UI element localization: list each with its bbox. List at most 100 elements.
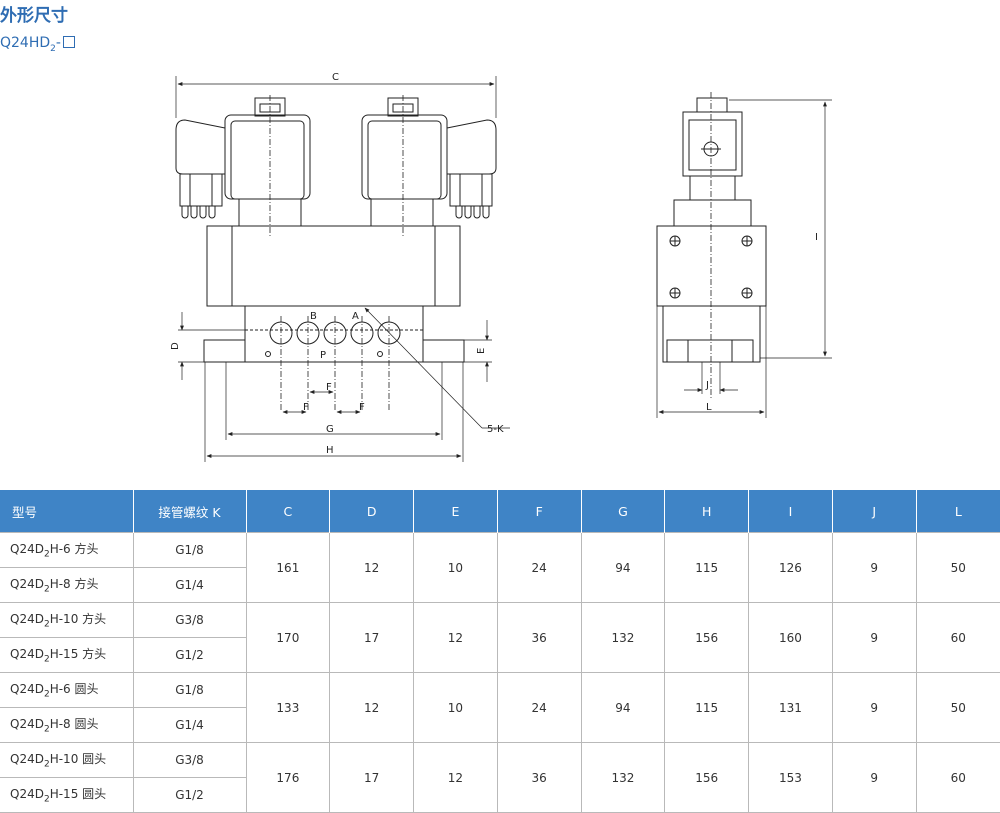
thread-cell: G1/4 (132, 567, 246, 603)
label-c: C (332, 72, 339, 83)
dim-cell-f: 24 (496, 672, 582, 743)
dim-cell-f: 24 (496, 532, 582, 603)
dim-cell-l: 60 (915, 742, 1000, 813)
dim-cell-h: 115 (664, 532, 750, 603)
dim-cell-c: 176 (245, 742, 331, 813)
dim-cell-g: 94 (580, 532, 666, 603)
dim-cell-f: 36 (496, 742, 582, 813)
model-suffix: H-15 方头 (49, 647, 107, 662)
dim-cell-i: 153 (748, 742, 833, 813)
model-cell: Q24D2H-8 圆头 (0, 707, 134, 743)
label-a: A (352, 311, 359, 322)
dim-cell-h: 156 (664, 602, 750, 673)
thread-cell: G1/8 (132, 672, 247, 708)
dim-cell-h: 115 (664, 672, 750, 743)
header-thread: 接管螺纹 K (133, 490, 247, 533)
model-subscript: 2 (50, 43, 56, 54)
dim-cell-l: 60 (915, 602, 1000, 673)
dim-cell-e: 12 (413, 742, 498, 813)
dim-cell-f: 36 (496, 602, 582, 673)
label-h: H (326, 445, 334, 456)
header-c: C (246, 490, 331, 533)
dim-cell-e: 12 (413, 602, 498, 673)
header-e: E (413, 490, 498, 533)
label-b: B (310, 311, 317, 322)
model-prefix: Q24D (10, 612, 44, 627)
model-cell: Q24D2H-15 圆头 (0, 777, 134, 813)
model-suffix: H-8 圆头 (49, 717, 99, 732)
thread-cell: G1/2 (132, 637, 246, 673)
label-f-2: F (303, 402, 309, 413)
dim-cell-d: 12 (329, 672, 415, 743)
model-suffix: - (55, 35, 61, 51)
placeholder-box-icon (62, 36, 75, 48)
model-prefix: Q24D (10, 577, 44, 592)
model-prefix: Q24D (10, 647, 44, 662)
model-subscript: 2 (43, 794, 50, 805)
dim-cell-i: 131 (748, 672, 833, 743)
label-i: I (815, 232, 818, 243)
dim-cell-i: 160 (748, 602, 833, 673)
header-model: 型号 (0, 490, 134, 533)
dim-cell-e: 10 (413, 672, 498, 743)
label-f-1: F (326, 382, 332, 393)
dim-cell-h: 156 (664, 742, 750, 813)
label-d: D (170, 342, 181, 350)
dim-cell-d: 17 (329, 602, 415, 673)
front-view-labels: C D E F F F G H 5-K B A P (170, 72, 504, 456)
model-prefix: Q24HD (0, 35, 51, 51)
dim-cell-d: 17 (329, 742, 415, 813)
dim-cell-c: 170 (245, 602, 331, 673)
dim-cell-l: 50 (915, 672, 1000, 743)
header-g: G (581, 490, 666, 533)
model-prefix: Q24D (10, 717, 44, 732)
thread-cell: G3/8 (132, 602, 247, 638)
model-suffix: H-15 圆头 (49, 787, 107, 802)
header-l: L (916, 490, 1000, 533)
header-f: F (497, 490, 582, 533)
dim-cell-i: 126 (748, 532, 833, 603)
model-suffix: H-6 方头 (49, 542, 99, 557)
dim-cell-j: 9 (831, 602, 917, 673)
model-suffix: H-8 方头 (49, 577, 99, 592)
dim-cell-g: 94 (580, 672, 666, 743)
table-header-row: 型号 接管螺纹 K C D E F G H I J L (0, 490, 1000, 533)
model-cell: Q24D2H-15 方头 (0, 637, 134, 673)
header-d: D (329, 490, 415, 533)
thread-cell: G1/2 (132, 777, 246, 813)
page-title: 外形尺寸 (0, 6, 68, 26)
label-k: 5-K (487, 424, 504, 435)
dim-cell-j: 9 (831, 742, 917, 813)
model-prefix: Q24D (10, 682, 44, 697)
label-j: J (705, 380, 709, 391)
label-e: E (476, 348, 487, 354)
dim-cell-l: 50 (915, 532, 1000, 603)
model-cell: Q24D2H-8 方头 (0, 567, 134, 603)
dim-cell-g: 132 (580, 602, 666, 673)
header-i: I (748, 490, 833, 533)
model-prefix: Q24D (10, 787, 44, 802)
dim-cell-j: 9 (831, 672, 917, 743)
model-cell: Q24D2H-10 方头 (0, 602, 134, 638)
model-prefix: Q24D (10, 752, 44, 767)
dim-cell-j: 9 (831, 532, 917, 603)
model-cell: Q24D2H-10 圆头 (0, 742, 134, 778)
model-cell: Q24D2H-6 方头 (0, 532, 134, 568)
header-h: H (664, 490, 750, 533)
model-suffix: H-6 圆头 (49, 682, 99, 697)
side-view (656, 97, 767, 363)
model-subscript: 2 (43, 724, 50, 735)
header-j: J (832, 490, 917, 533)
dimension-drawing: C D E F F F G H 5-K B A P (170, 72, 832, 462)
dim-cell-e: 10 (413, 532, 498, 603)
model-code: Q24HD2- (0, 34, 75, 58)
label-l: L (706, 402, 712, 413)
dim-cell-g: 132 (580, 742, 666, 813)
label-g: G (326, 424, 334, 435)
model-subscript: 2 (43, 759, 50, 770)
